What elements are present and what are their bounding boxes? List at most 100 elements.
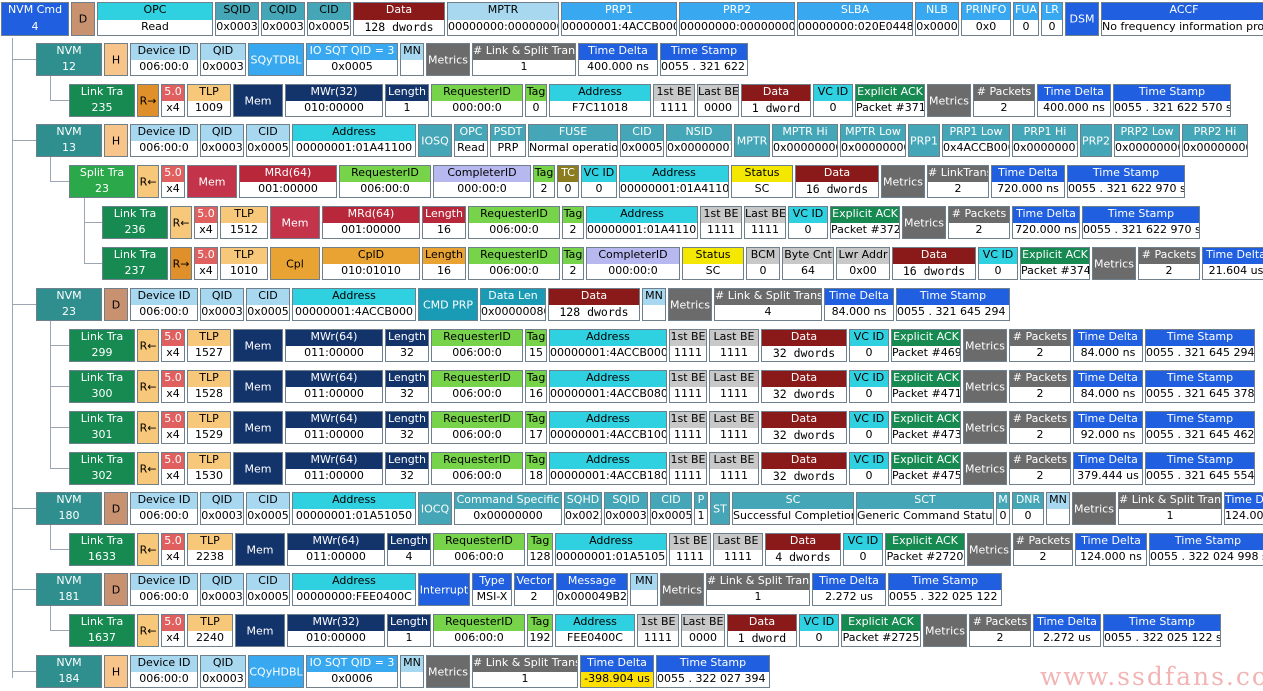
field-cqyhdbl[interactable]: CQyHDBL [248, 655, 304, 688]
field-metrics[interactable]: Metrics [967, 533, 1011, 566]
field-mn[interactable]: MN [630, 573, 658, 606]
field-mem[interactable]: Mem [233, 84, 283, 117]
field-mem[interactable]: Mem [270, 206, 320, 239]
field-r[interactable]: R← [137, 614, 159, 647]
field-metrics[interactable]: Metrics [963, 370, 1007, 403]
field-mn[interactable]: MN [400, 43, 424, 76]
field-h[interactable]: H [104, 43, 128, 76]
field-mrd-64[interactable]: MRd(64)001:00000 [239, 165, 337, 198]
field-mem[interactable]: Mem [233, 329, 283, 362]
field-mem[interactable]: Mem [233, 370, 283, 403]
field-mem[interactable]: Mem [235, 533, 285, 566]
field-r[interactable]: R← [137, 329, 159, 362]
field-h[interactable]: H [104, 655, 128, 688]
field-mn[interactable]: MN [1046, 492, 1070, 525]
field-prp1[interactable]: PRP1 [908, 124, 940, 157]
field-metrics[interactable]: Metrics [923, 614, 967, 647]
field-metrics[interactable]: Metrics [660, 573, 704, 606]
